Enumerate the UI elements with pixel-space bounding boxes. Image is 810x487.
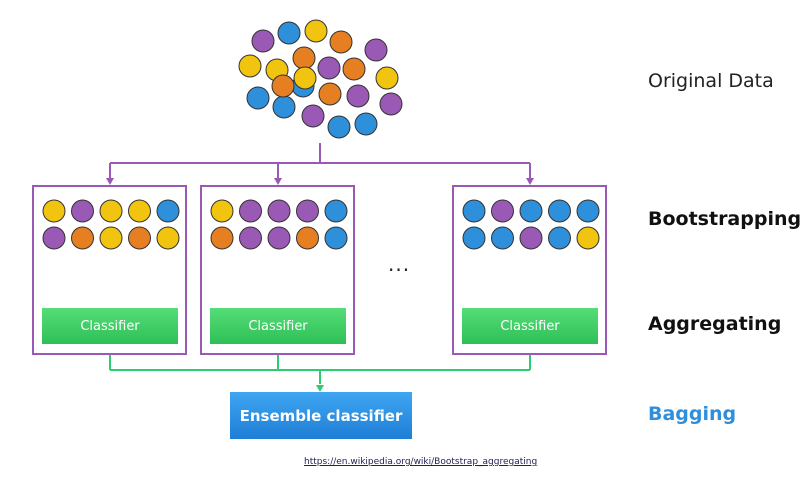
- original-point-purple: [251, 29, 275, 53]
- original-point-yellow: [238, 54, 262, 78]
- data-point-yellow: [99, 199, 123, 223]
- original-point-blue: [354, 112, 378, 136]
- data-point-purple: [239, 199, 262, 223]
- original-data-label: Original Data: [648, 70, 774, 92]
- original-point-purple: [317, 56, 341, 80]
- original-point-orange: [342, 57, 366, 81]
- original-point-blue: [327, 115, 351, 139]
- data-point-blue: [156, 199, 180, 223]
- original-data-cloud: [238, 19, 403, 139]
- original-point-orange: [271, 74, 295, 98]
- original-point-blue: [277, 21, 301, 45]
- bagging-label: Bagging: [648, 403, 737, 425]
- connector-lines: [106, 143, 534, 392]
- source-link[interactable]: https://en.wikipedia.org/wiki/Bootstrap_…: [304, 457, 538, 467]
- data-point-orange: [296, 226, 319, 250]
- data-point-yellow: [42, 199, 66, 223]
- original-point-purple: [364, 38, 388, 62]
- data-point-orange: [71, 226, 94, 250]
- data-point-blue: [548, 199, 571, 223]
- data-point-purple: [296, 199, 319, 223]
- original-point-orange: [292, 46, 316, 70]
- sample-balls: [42, 199, 180, 250]
- original-point-yellow: [375, 66, 399, 90]
- data-point-yellow: [156, 226, 180, 250]
- data-point-yellow: [210, 199, 234, 223]
- original-point-purple: [346, 84, 370, 108]
- bootstrap-sample-2: Classifier: [200, 185, 355, 355]
- data-point-orange: [128, 226, 151, 250]
- data-point-purple: [239, 226, 262, 250]
- original-point-yellow: [293, 66, 317, 90]
- data-point-blue: [548, 226, 571, 250]
- aggregating-label: Aggregating: [648, 313, 782, 335]
- bootstrap-sample-1: Classifier: [32, 185, 187, 355]
- bootstrap-sample-3: Classifier: [452, 185, 607, 355]
- original-point-orange: [329, 30, 353, 54]
- data-point-blue: [324, 199, 348, 223]
- original-point-blue: [246, 86, 270, 110]
- data-point-yellow: [99, 226, 123, 250]
- original-point-orange: [318, 82, 342, 106]
- bootstrapping-label: Bootstrapping: [648, 208, 802, 230]
- classifier-button[interactable]: Classifier: [210, 308, 346, 344]
- data-point-yellow: [128, 199, 151, 223]
- data-point-blue: [576, 199, 600, 223]
- classifier-button[interactable]: Classifier: [42, 308, 178, 344]
- data-point-blue: [491, 226, 514, 250]
- ellipsis: ...: [388, 252, 411, 276]
- data-point-blue: [519, 199, 543, 223]
- arrow-down-icon: [316, 385, 324, 392]
- data-point-purple: [42, 226, 66, 250]
- data-point-purple: [267, 199, 291, 223]
- original-point-yellow: [304, 19, 328, 43]
- classifier-button[interactable]: Classifier: [462, 308, 598, 344]
- data-point-blue: [462, 199, 486, 223]
- arrow-down-icon: [106, 178, 114, 185]
- data-point-yellow: [576, 226, 600, 250]
- original-point-blue: [272, 95, 296, 119]
- data-point-orange: [210, 226, 234, 250]
- arrow-down-icon: [526, 178, 534, 185]
- sample-balls: [210, 199, 348, 250]
- data-point-purple: [71, 199, 94, 223]
- data-point-purple: [267, 226, 291, 250]
- sample-balls: [462, 199, 600, 250]
- ensemble-classifier-button[interactable]: Ensemble classifier: [230, 392, 412, 439]
- data-point-purple: [519, 226, 543, 250]
- original-point-purple: [379, 92, 403, 116]
- data-point-purple: [491, 199, 514, 223]
- data-point-blue: [462, 226, 486, 250]
- original-point-purple: [301, 104, 325, 128]
- data-point-blue: [324, 226, 348, 250]
- arrow-down-icon: [274, 178, 282, 185]
